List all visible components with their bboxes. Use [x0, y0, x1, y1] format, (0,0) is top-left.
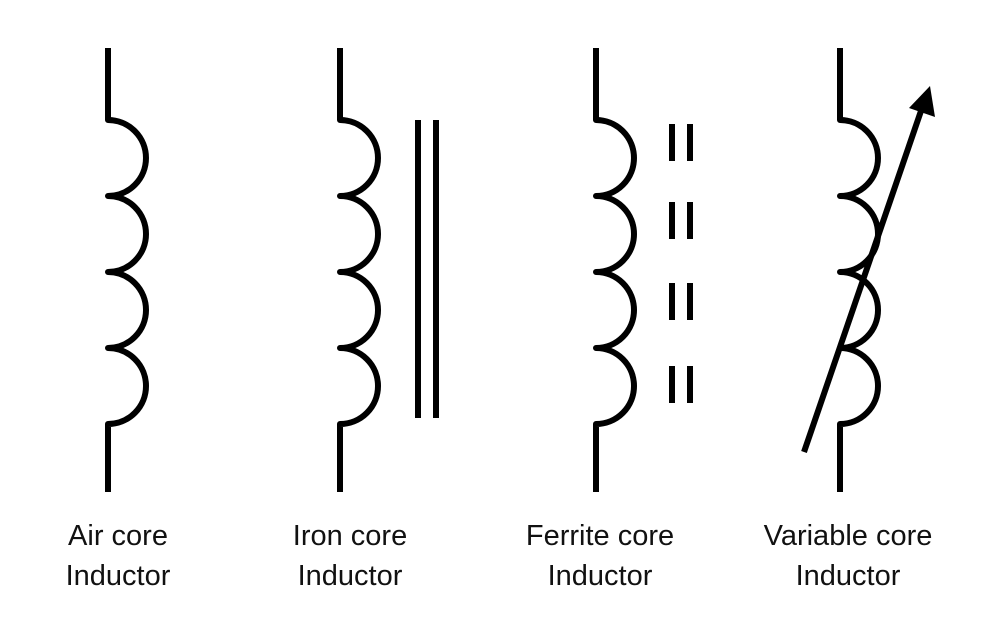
- iron-core-label-line1: Iron core: [292, 520, 408, 552]
- iron-core-inductor-symbol: [337, 48, 439, 492]
- air-core-caption: Air core Inductor: [0, 516, 248, 596]
- ferrite-core-coil: [593, 48, 637, 492]
- ferrite-core-inductor-symbol: [593, 48, 693, 492]
- variable-core-label-line2: Inductor: [795, 560, 901, 592]
- iron-core-label-line2: Inductor: [297, 560, 403, 592]
- ferrite-core-label-line1: Ferrite core: [525, 520, 675, 552]
- variable-core-inductor-symbol: [801, 48, 935, 492]
- air-core-inductor-symbol: [105, 48, 149, 492]
- variable-arrow-head-icon: [909, 86, 935, 117]
- air-core-label-line1: Air core: [68, 520, 168, 552]
- iron-core-coil: [337, 48, 381, 492]
- iron-core-caption: Iron core Inductor: [220, 516, 480, 596]
- ferrite-core-label-line2: Inductor: [547, 560, 653, 592]
- variable-core-coil: [837, 48, 881, 492]
- ferrite-core-caption: Ferrite core Inductor: [470, 516, 730, 596]
- variable-core-label-line1: Variable core: [763, 520, 933, 552]
- variable-core-caption: Variable core Inductor: [718, 516, 978, 596]
- air-core-coil: [105, 48, 149, 492]
- air-core-label-line2: Inductor: [65, 560, 171, 592]
- variable-arrow-shaft: [801, 107, 925, 453]
